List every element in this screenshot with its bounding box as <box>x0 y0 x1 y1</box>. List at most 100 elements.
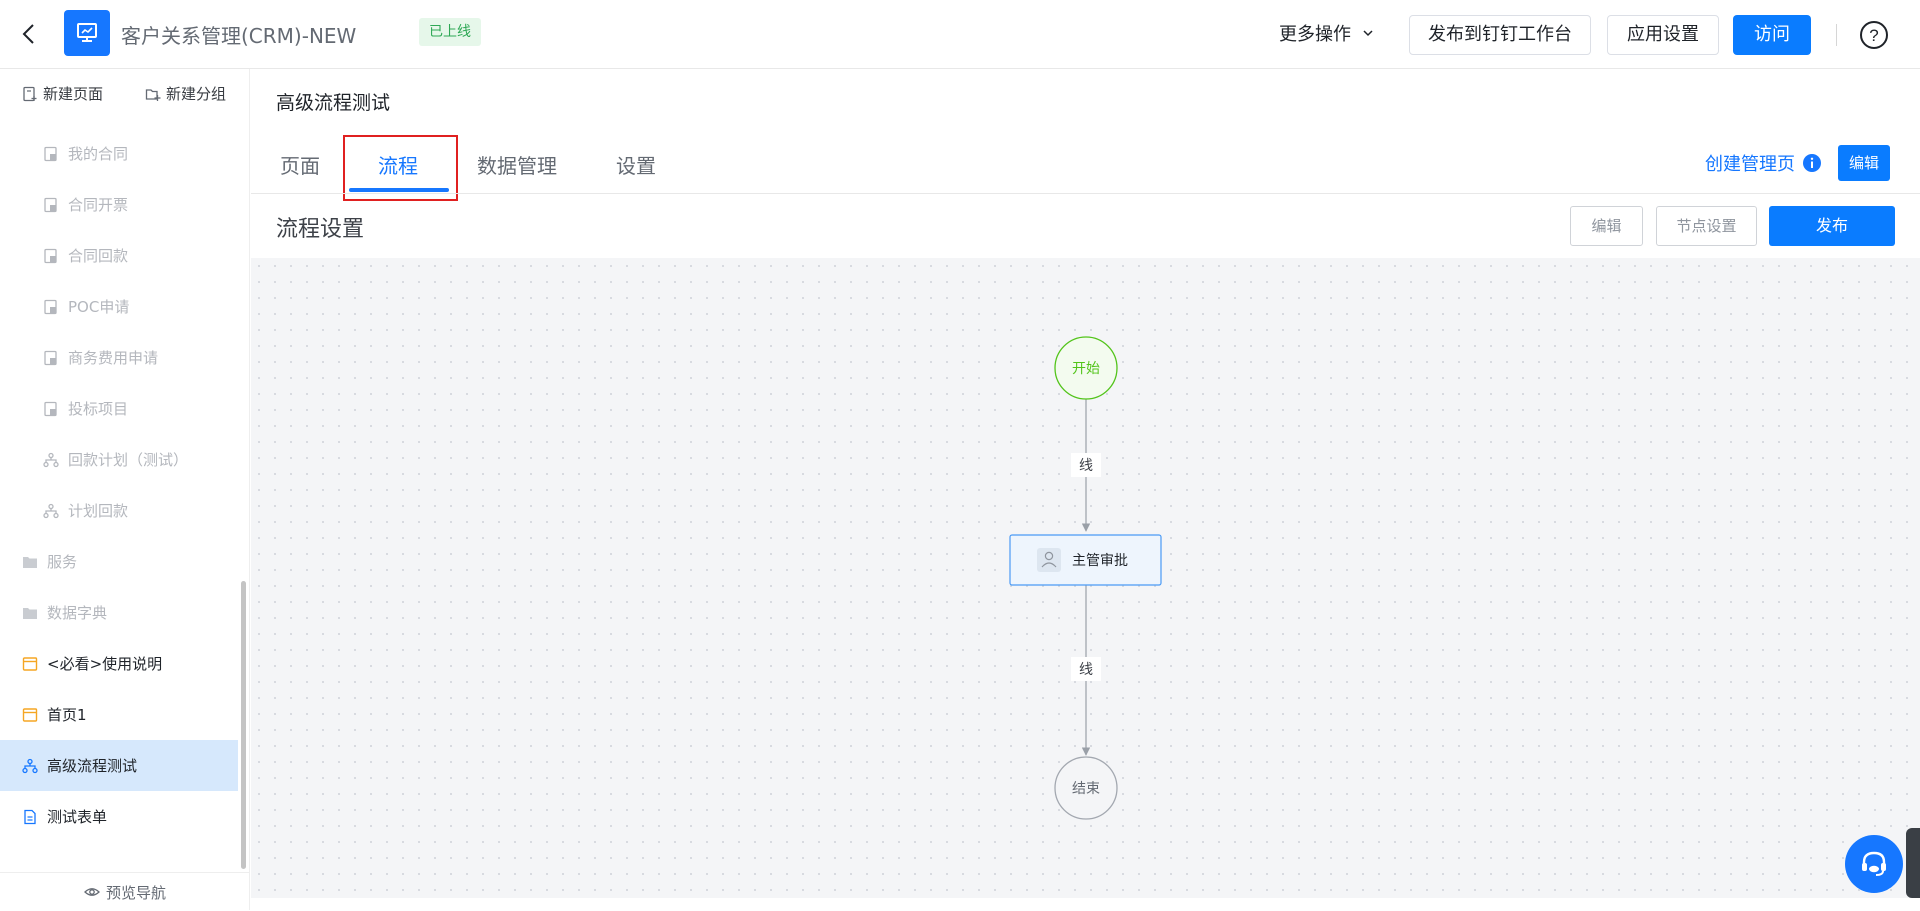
sidebar-item-my-contracts[interactable]: 我的合同 <box>0 128 238 179</box>
publish-dingtalk-button[interactable]: 发布到钉钉工作台 <box>1409 15 1591 55</box>
sidebar-item-label: 服务 <box>47 553 78 571</box>
new-page-label: 新建页面 <box>43 85 104 103</box>
approval-node-label: 主管审批 <box>1072 553 1128 569</box>
form-icon <box>44 299 57 314</box>
help-icon[interactable]: ? <box>1859 20 1889 50</box>
sidebar-item-label: 高级流程测试 <box>47 757 138 775</box>
sidebar-item-label: 我的合同 <box>68 145 129 163</box>
sidebar-item-label: 回款计划（测试） <box>68 451 189 469</box>
page-icon <box>22 707 38 722</box>
divider <box>1836 24 1837 46</box>
sidebar-item-label: 合同开票 <box>68 196 129 214</box>
end-node-label: 结束 <box>1072 781 1100 797</box>
user-icon <box>1037 548 1061 572</box>
sidebar-scrollbar[interactable] <box>241 581 246 869</box>
sidebar-item-label: 计划回款 <box>68 502 129 520</box>
new-group-button[interactable]: 新建分组 <box>145 83 226 104</box>
new-page-icon <box>23 86 37 101</box>
top-bar: 客户关系管理(CRM)-NEW 已上线 更多操作 发布到钉钉工作台 应用设置 访… <box>0 0 1920 69</box>
tabs-divider <box>251 193 1920 194</box>
form-icon <box>44 197 57 212</box>
sidebar-group-service[interactable]: 服务 <box>0 536 238 587</box>
sidebar-item-label: 投标项目 <box>68 400 129 418</box>
flow-icon <box>22 758 38 773</box>
sidebar-item-payment-plan-test[interactable]: 回款计划（测试） <box>0 434 238 485</box>
doc-icon <box>24 809 36 824</box>
headset-icon <box>1862 851 1886 876</box>
info-icon <box>1803 154 1821 172</box>
sidebar-item-contract-invoice[interactable]: 合同开票 <box>0 179 238 230</box>
sidebar-actions: 新建页面 新建分组 <box>0 69 250 115</box>
flow-canvas[interactable]: 线 线 开始 主管审批 结束 <box>251 258 1920 898</box>
eye-icon <box>84 888 100 896</box>
sidebar-item-planned-payment[interactable]: 计划回款 <box>0 485 238 536</box>
sidebar-item-test-form[interactable]: 测试表单 <box>0 791 238 842</box>
page-title: 高级流程测试 <box>276 92 391 114</box>
start-node[interactable]: 开始 <box>1054 336 1118 400</box>
approval-node[interactable]: 主管审批 <box>1009 534 1162 586</box>
app-settings-button[interactable]: 应用设置 <box>1607 15 1719 55</box>
sidebar: 新建页面 新建分组 我的合同 合同开票 合同回款 POC申请 商务费用申请 投标… <box>0 69 250 910</box>
edge-label-2-text: 线 <box>1079 662 1093 678</box>
create-manage-page-label: 创建管理页 <box>1705 154 1795 175</box>
folder-icon <box>23 556 37 568</box>
sidebar-item-label: 首页1 <box>47 706 87 724</box>
sidebar-item-label: 数据字典 <box>47 604 108 622</box>
flow-icon <box>43 452 59 467</box>
chevron-down-icon <box>1363 30 1373 37</box>
sidebar-item-bid-project[interactable]: 投标项目 <box>0 383 238 434</box>
sidebar-item-poc-request[interactable]: POC申请 <box>0 281 238 332</box>
sidebar-item-contract-payment[interactable]: 合同回款 <box>0 230 238 281</box>
edit-button[interactable]: 编辑 <box>1838 145 1890 181</box>
visit-button[interactable]: 访问 <box>1733 15 1811 55</box>
sidebar-item-advanced-flow-test[interactable]: 高级流程测试 <box>0 740 238 791</box>
publish-button[interactable]: 发布 <box>1769 206 1895 246</box>
create-manage-page-link[interactable]: 创建管理页 <box>1705 150 1822 176</box>
sidebar-item-business-expense[interactable]: 商务费用申请 <box>0 332 238 383</box>
back-arrow-icon[interactable] <box>18 21 42 47</box>
sidebar-item-label: 合同回款 <box>68 247 129 265</box>
status-badge: 已上线 <box>419 18 481 46</box>
node-settings-button[interactable]: 节点设置 <box>1656 206 1757 246</box>
sidebar-item-home1[interactable]: 首页1 <box>0 689 238 740</box>
edge-label-1-text: 线 <box>1079 458 1093 474</box>
side-widget[interactable] <box>1906 828 1920 898</box>
form-icon <box>44 350 57 365</box>
sidebar-item-label: 商务费用申请 <box>68 349 159 367</box>
form-icon <box>44 401 57 416</box>
tab-highlight-box <box>343 135 458 201</box>
sidebar-item-usage-guide[interactable]: <必看>使用说明 <box>0 638 238 689</box>
sidebar-group-data-dictionary[interactable]: 数据字典 <box>0 587 238 638</box>
sidebar-item-label: POC申请 <box>68 298 130 316</box>
bottom-strip <box>251 898 1920 910</box>
preview-nav-label: 预览导航 <box>105 883 166 902</box>
form-icon <box>44 248 57 263</box>
svg-text:?: ? <box>1869 26 1878 45</box>
preview-nav-button[interactable]: 预览导航 <box>0 872 250 911</box>
tab-flow[interactable]: 流程 <box>378 154 418 178</box>
sidebar-item-label: 测试表单 <box>47 808 108 826</box>
app-logo-icon <box>64 10 110 56</box>
more-actions-dropdown[interactable]: 更多操作 <box>1279 20 1375 46</box>
tab-settings[interactable]: 设置 <box>616 154 656 178</box>
folder-icon <box>23 607 37 619</box>
new-group-icon <box>145 88 161 101</box>
page-icon <box>22 656 38 671</box>
new-group-label: 新建分组 <box>166 85 227 103</box>
sidebar-item-label: <必看>使用说明 <box>47 655 163 673</box>
section-title: 流程设置 <box>276 217 365 242</box>
active-tab-indicator <box>349 188 449 192</box>
end-node[interactable]: 结束 <box>1054 756 1118 820</box>
new-page-button[interactable]: 新建页面 <box>22 83 103 104</box>
customer-support-button[interactable] <box>1845 835 1903 893</box>
flow-icon <box>43 503 59 518</box>
flow-edit-button[interactable]: 编辑 <box>1570 206 1643 246</box>
tab-data-management[interactable]: 数据管理 <box>477 154 557 178</box>
app-title: 客户关系管理(CRM)-NEW <box>121 24 357 48</box>
flow-diagram: 线 线 开始 主管审批 结束 <box>1009 336 1162 820</box>
edge-label-1[interactable]: 线 <box>1071 453 1101 477</box>
start-node-label: 开始 <box>1072 361 1100 377</box>
tab-page[interactable]: 页面 <box>280 154 320 178</box>
form-icon <box>44 146 57 161</box>
edge-label-2[interactable]: 线 <box>1071 657 1101 681</box>
